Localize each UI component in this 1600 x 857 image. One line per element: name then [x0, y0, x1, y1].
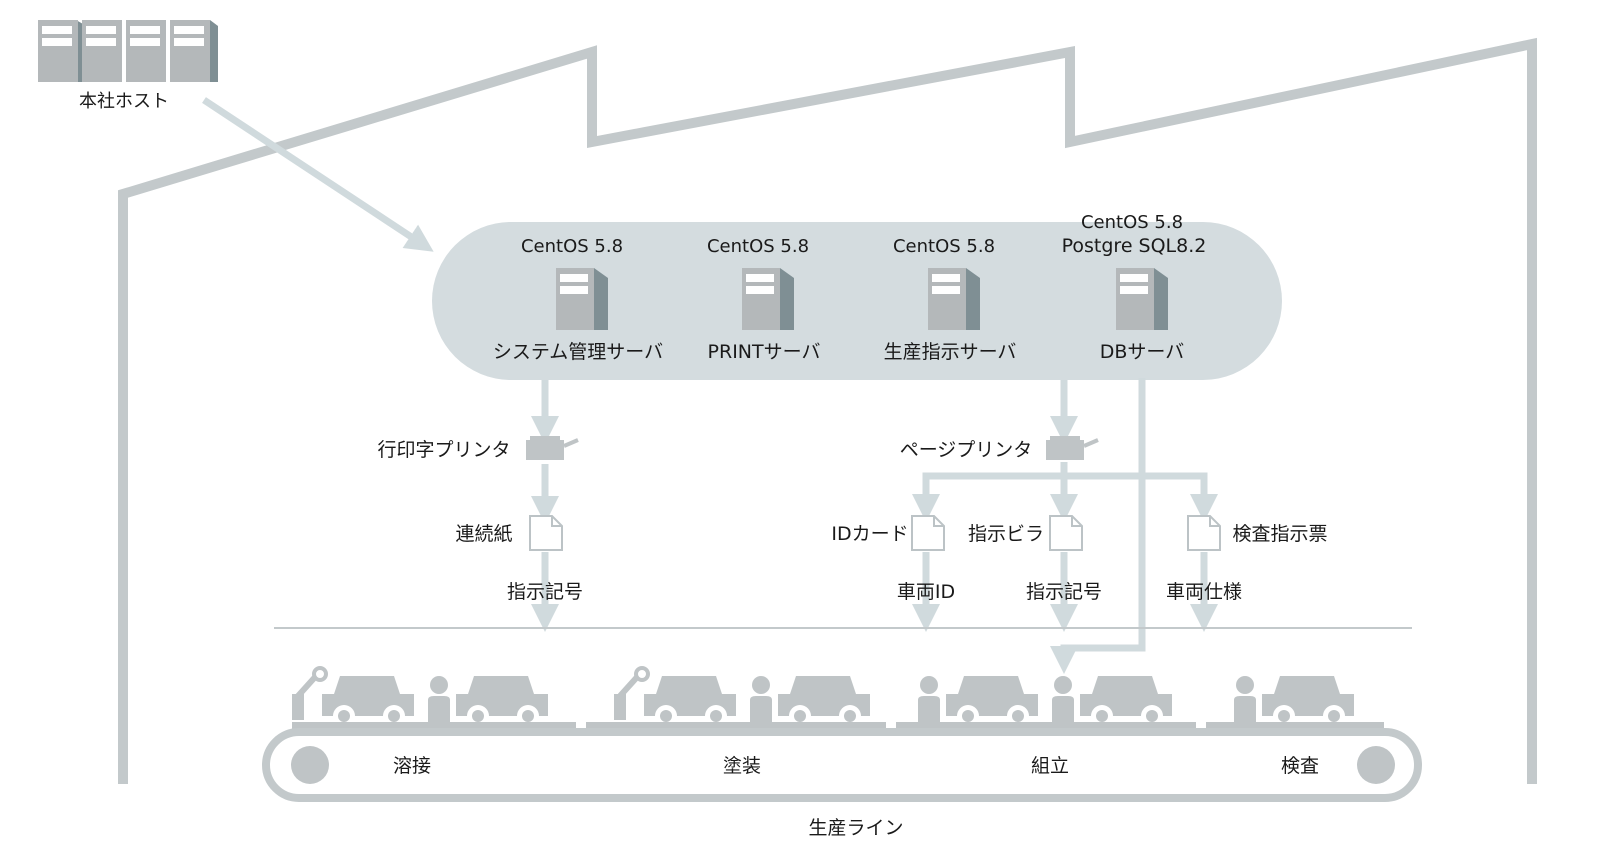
page-printer-label: ページプリンタ — [900, 439, 1033, 461]
factory-building-outline — [118, 37, 1537, 784]
production-line-machinery — [292, 666, 1384, 730]
doc-output-label: 車両仕様 — [1166, 581, 1242, 603]
doc-output-label: 車両ID — [897, 581, 955, 603]
server-os-label: CentOS 5.8 — [1081, 212, 1183, 233]
server-name-label: DBサーバ — [1100, 341, 1184, 363]
doc-output-label: 指示記号 — [1026, 581, 1102, 603]
server-db-label: Postgre SQL8.2 — [1062, 235, 1207, 257]
stage-painting-label: 塗装 — [723, 754, 761, 777]
doc-label: 指示ビラ — [968, 523, 1044, 545]
doc-continuous-paper: 連続紙 指示記号 — [455, 515, 583, 603]
document-icon — [529, 515, 563, 551]
server-name-label: システム管理サーバ — [493, 341, 663, 363]
hq-host-label: 本社ホスト — [79, 91, 169, 112]
document-icon — [1187, 515, 1221, 551]
doc-label: 連続紙 — [455, 523, 512, 545]
server-production-instruction: CentOS 5.8 生産指示サーバ — [884, 236, 1017, 363]
server-icon — [928, 268, 980, 330]
line-printer-label: 行印字プリンタ — [377, 439, 510, 461]
stage-inspection-label: 検査 — [1281, 755, 1319, 777]
printer-icon — [1046, 436, 1099, 460]
doc-label: IDカード — [831, 523, 908, 545]
doc-id-card: IDカード 車両ID — [831, 515, 955, 603]
doc-inspection-sheet: 検査指示票 車両仕様 — [1166, 515, 1328, 603]
doc-output-label: 指示記号 — [507, 581, 583, 603]
server-name-label: PRINTサーバ — [708, 341, 821, 363]
stage-assembly-label: 組立 — [1031, 755, 1069, 777]
hq-to-servers-arrow — [202, 97, 434, 252]
printer-icon — [526, 436, 579, 460]
server-os-label: CentOS 5.8 — [893, 236, 995, 257]
doc-instruction-bill: 指示ビラ 指示記号 — [968, 515, 1102, 603]
server-panel — [432, 222, 1282, 380]
hq-host-icon — [38, 20, 218, 82]
flow-arrows — [531, 378, 1218, 674]
server-db: CentOS 5.8 Postgre SQL8.2 DBサーバ — [1062, 212, 1207, 363]
stage-welding-label: 溶接 — [393, 755, 431, 777]
server-icon — [742, 268, 794, 330]
production-line-label: 生産ライン — [808, 817, 903, 839]
server-os-label: CentOS 5.8 — [707, 236, 809, 257]
conveyor-roller-left — [291, 746, 329, 784]
server-name-label: 生産指示サーバ — [884, 341, 1017, 363]
document-icon — [1049, 515, 1083, 551]
server-icon — [1116, 268, 1168, 330]
server-os-label: CentOS 5.8 — [521, 236, 623, 257]
doc-label: 検査指示票 — [1232, 523, 1327, 545]
conveyor-roller-right — [1357, 746, 1395, 784]
document-icon — [911, 515, 945, 551]
page-printer: ページプリンタ — [900, 436, 1099, 461]
server-print: CentOS 5.8 PRINTサーバ — [707, 236, 820, 363]
conveyor-belt — [262, 728, 1422, 802]
server-system-management: CentOS 5.8 システム管理サーバ — [493, 236, 663, 363]
line-printer: 行印字プリンタ — [377, 436, 579, 461]
server-icon — [556, 268, 608, 330]
